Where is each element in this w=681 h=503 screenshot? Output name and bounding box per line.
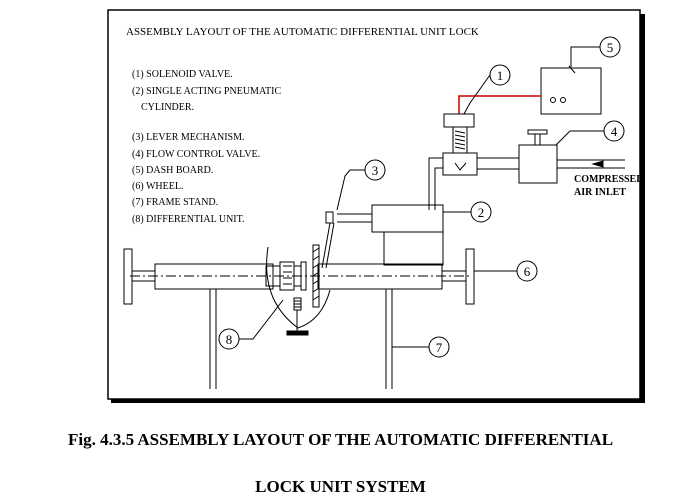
wheel-left bbox=[123, 248, 133, 305]
gear-teeth bbox=[283, 265, 292, 285]
legend-item-3: (3) LEVER MECHANISM. bbox=[132, 132, 245, 143]
panel-title: ASSEMBLY LAYOUT OF THE AUTOMATIC DIFFERE… bbox=[126, 26, 479, 38]
differential-gear bbox=[300, 261, 307, 291]
callout-circle-3 bbox=[364, 159, 386, 181]
supply-pipe bbox=[434, 167, 443, 210]
legend-item-2: (2) SINGLE ACTING PNEUMATIC bbox=[132, 86, 281, 97]
flow-valve-knob bbox=[527, 129, 548, 135]
callout-8: 8 bbox=[226, 332, 233, 347]
valve-mark bbox=[454, 162, 467, 171]
callout-6: 6 bbox=[524, 264, 531, 279]
pinion-teeth bbox=[294, 300, 301, 308]
dash-switch bbox=[568, 65, 576, 74]
dash-indicator bbox=[560, 97, 566, 103]
valve-body bbox=[442, 152, 478, 176]
figure-caption-line-2: LOCK UNIT SYSTEM bbox=[255, 477, 426, 496]
legend-item-4: (4) FLOW CONTROL VALVE. bbox=[132, 149, 260, 160]
leader-line-3 bbox=[336, 169, 367, 211]
legend-item-8: (8) DIFFERENTIAL UNIT. bbox=[132, 214, 244, 225]
leader-line-5 bbox=[570, 46, 600, 67]
legend-item-5: (5) DASH BOARD. bbox=[132, 165, 213, 176]
callout-circle-4 bbox=[603, 120, 625, 142]
callout-circle-7 bbox=[428, 336, 450, 358]
callout-circle-1 bbox=[489, 64, 511, 86]
callout-5: 5 bbox=[607, 40, 614, 55]
lever-arm bbox=[325, 222, 335, 269]
legend-item-1: (1) SOLENOID VALVE. bbox=[132, 69, 233, 80]
differential-housing bbox=[266, 246, 331, 329]
cylinder-block bbox=[383, 231, 444, 266]
leader-line-4 bbox=[555, 130, 605, 146]
callout-4: 4 bbox=[611, 124, 618, 139]
collar-hatch bbox=[312, 247, 320, 301]
callout-circle-2 bbox=[470, 201, 492, 223]
callout-3: 3 bbox=[372, 163, 379, 178]
air-inlet-label: COMPRESSED bbox=[574, 174, 643, 185]
callouts: 1 2 3 4 5 6 7 8 bbox=[218, 36, 625, 358]
component-legend: (1) SOLENOID VALVE. (2) SINGLE ACTING PN… bbox=[132, 69, 281, 225]
leader-line-1 bbox=[463, 74, 491, 115]
callout-7: 7 bbox=[436, 340, 443, 355]
legend-item-7: (7) FRAME STAND. bbox=[132, 197, 218, 208]
callout-circle-6 bbox=[516, 260, 538, 282]
pinion-base bbox=[286, 330, 309, 336]
callout-1: 1 bbox=[497, 68, 504, 83]
lever-arm bbox=[321, 222, 331, 269]
wheel-right bbox=[465, 248, 475, 305]
solenoid-coil bbox=[454, 130, 466, 150]
callout-circle-5 bbox=[599, 36, 621, 58]
air-inlet-label: AIR INLET bbox=[574, 187, 626, 198]
leader-line-8 bbox=[239, 299, 284, 340]
figure-caption-line-1: Fig. 4.3.5 ASSEMBLY LAYOUT OF THE AUTOMA… bbox=[67, 430, 614, 449]
legend-item-2-cont: CYLINDER. bbox=[141, 102, 194, 113]
supply-pipe bbox=[428, 157, 443, 210]
callout-circle-8 bbox=[218, 328, 240, 350]
legend-item-6: (6) WHEEL. bbox=[132, 181, 183, 192]
inlet-arrow-icon bbox=[591, 160, 604, 168]
dash-indicator bbox=[550, 97, 556, 103]
callout-2: 2 bbox=[478, 205, 485, 220]
solenoid-wire bbox=[458, 95, 541, 114]
